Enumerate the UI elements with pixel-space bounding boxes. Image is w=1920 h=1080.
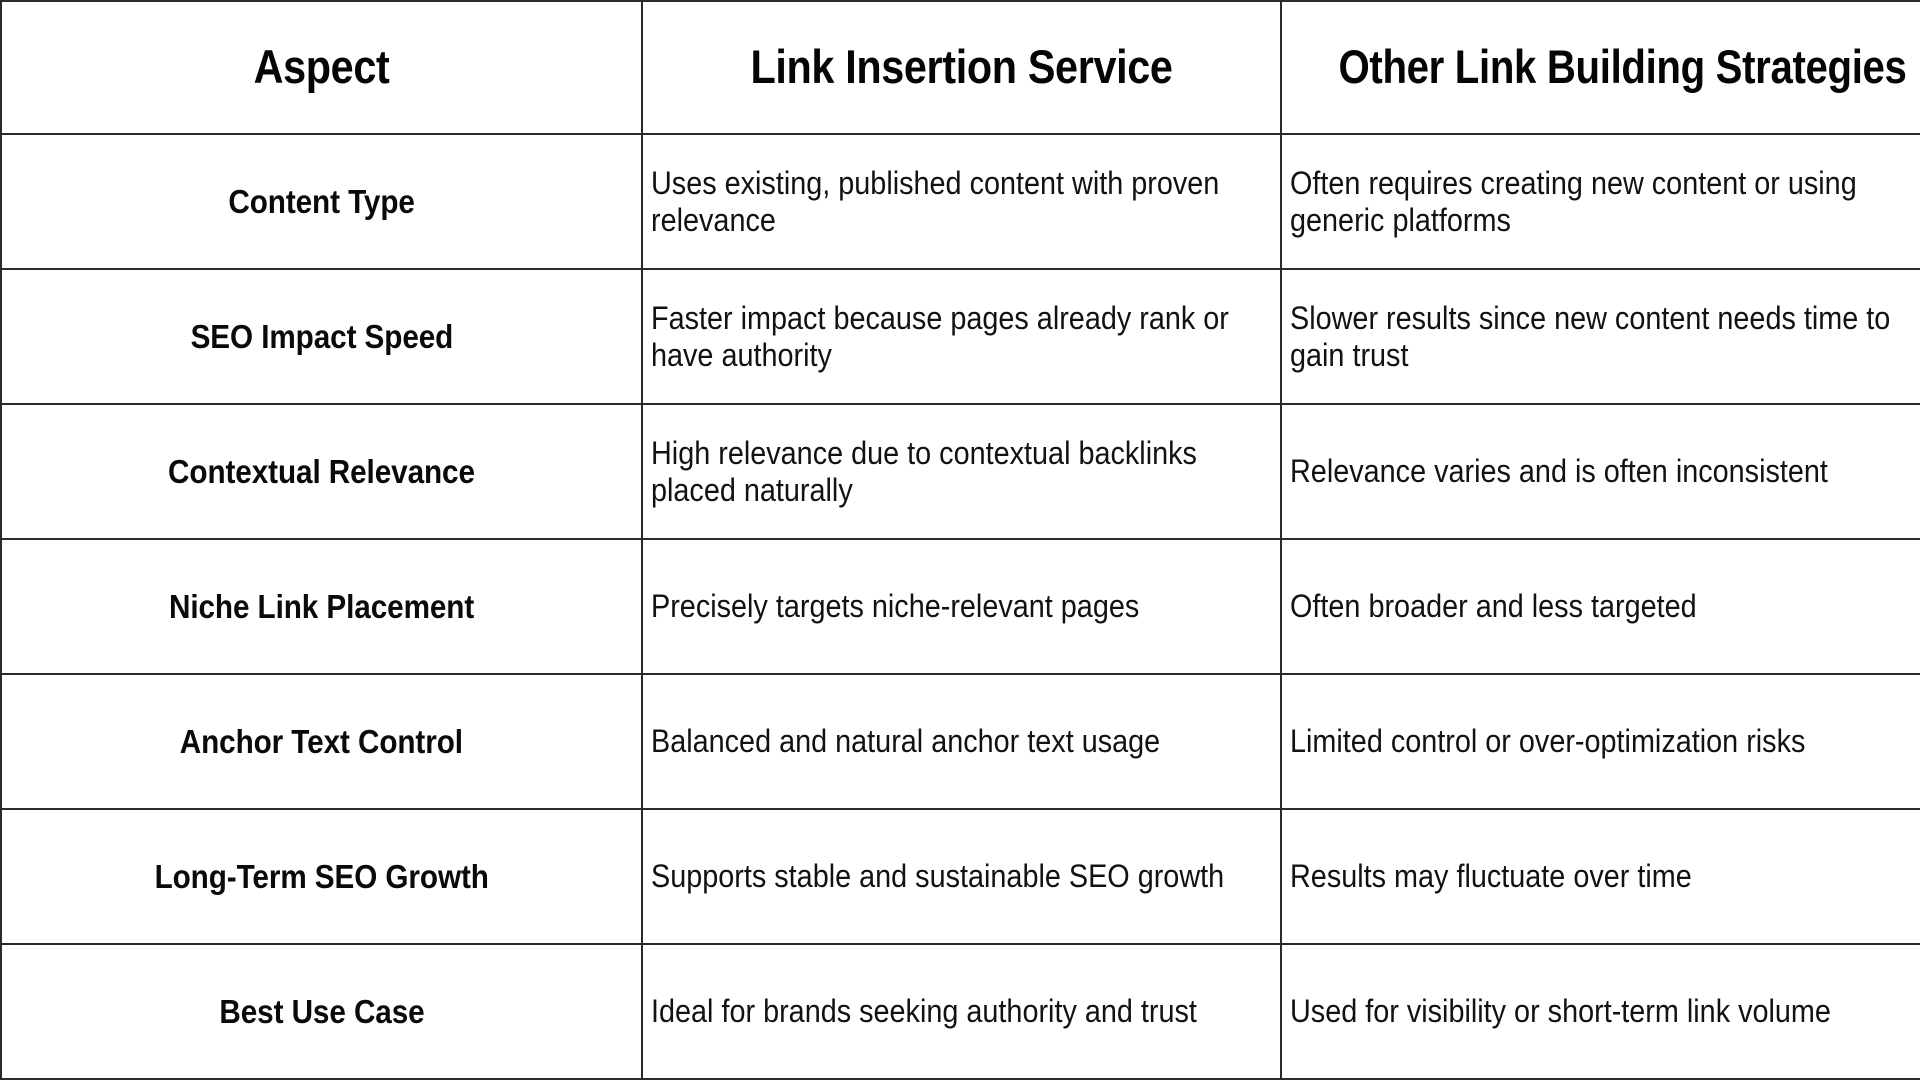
cell-text: Faster impact because pages already rank… xyxy=(651,299,1229,373)
header-row: Aspect Link Insertion Service Other Link… xyxy=(1,0,1920,135)
table-row: SEO Impact Speed Faster impact because p… xyxy=(0,268,1920,405)
cell-text: Results may fluctuate over time xyxy=(1290,858,1692,895)
table-row: Long-Term SEO Growth Supports stable and… xyxy=(0,808,1920,945)
cell-text: Slower results since new content needs t… xyxy=(1290,299,1891,373)
aspect-label: Content Type xyxy=(228,182,415,220)
column-header-aspect: Aspect xyxy=(38,0,605,135)
cell-text: Balanced and natural anchor text usage xyxy=(651,723,1161,760)
row-label-seo-impact-speed: SEO Impact Speed xyxy=(0,268,643,405)
table-row: Contextual Relevance High relevance due … xyxy=(0,403,1920,540)
cell-service-best-use-case: Ideal for brands seeking authority and t… xyxy=(641,943,1282,1080)
row-label-best-use-case: Best Use Case xyxy=(0,943,643,1080)
cell-service-niche-link-placement: Precisely targets niche-relevant pages xyxy=(641,538,1282,675)
row-label-anchor-text-control: Anchor Text Control xyxy=(0,673,643,810)
cell-service-contextual-relevance: High relevance due to contextual backlin… xyxy=(641,403,1282,540)
cell-text: High relevance due to contextual backlin… xyxy=(651,434,1197,508)
table-row: Content Type Uses existing, published co… xyxy=(0,133,1920,270)
cell-text: Precisely targets niche-relevant pages xyxy=(651,588,1140,625)
cell-text: Uses existing, published content with pr… xyxy=(651,164,1220,238)
cell-text: Often requires creating new content or u… xyxy=(1290,164,1857,238)
cell-other-best-use-case: Used for visibility or short-term link v… xyxy=(1280,943,1920,1080)
table-header: Aspect Link Insertion Service Other Link… xyxy=(1,0,1920,135)
cell-other-seo-impact-speed: Slower results since new content needs t… xyxy=(1280,268,1920,405)
cell-other-content-type: Often requires creating new content or u… xyxy=(1280,133,1920,270)
cell-text: Used for visibility or short-term link v… xyxy=(1290,993,1831,1030)
table-row: Niche Link Placement Precisely targets n… xyxy=(0,538,1920,675)
cell-service-anchor-text-control: Balanced and natural anchor text usage xyxy=(641,673,1282,810)
cell-other-long-term-seo-growth: Results may fluctuate over time xyxy=(1280,808,1920,945)
column-header-link-insertion-service: Link Insertion Service xyxy=(679,0,1244,135)
cell-service-seo-impact-speed: Faster impact because pages already rank… xyxy=(641,268,1282,405)
aspect-label: Anchor Text Control xyxy=(179,722,464,760)
table-body: Content Type Uses existing, published co… xyxy=(0,133,1920,1080)
aspect-label: Long-Term SEO Growth xyxy=(154,857,489,895)
cell-service-long-term-seo-growth: Supports stable and sustainable SEO grow… xyxy=(641,808,1282,945)
row-label-long-term-seo-growth: Long-Term SEO Growth xyxy=(0,808,643,945)
cell-other-anchor-text-control: Limited control or over-optimization ris… xyxy=(1280,673,1920,810)
row-label-contextual-relevance: Contextual Relevance xyxy=(0,403,643,540)
aspect-label: SEO Impact Speed xyxy=(190,317,453,355)
cell-text: Supports stable and sustainable SEO grow… xyxy=(651,858,1225,895)
cell-text: Ideal for brands seeking authority and t… xyxy=(651,993,1197,1030)
cell-text: Relevance varies and is often inconsiste… xyxy=(1290,453,1828,490)
cell-other-niche-link-placement: Often broader and less targeted xyxy=(1280,538,1920,675)
cell-service-content-type: Uses existing, published content with pr… xyxy=(641,133,1282,270)
cell-other-contextual-relevance: Relevance varies and is often inconsiste… xyxy=(1280,403,1920,540)
row-label-niche-link-placement: Niche Link Placement xyxy=(0,538,643,675)
aspect-label: Contextual Relevance xyxy=(168,452,475,490)
table-row: Best Use Case Ideal for brands seeking a… xyxy=(0,943,1920,1080)
aspect-label: Niche Link Placement xyxy=(168,587,475,625)
table-row: Anchor Text Control Balanced and natural… xyxy=(0,673,1920,810)
column-header-other-link-building-strategies: Other Link Building Strategies xyxy=(1326,0,1907,135)
cell-text: Often broader and less targeted xyxy=(1290,588,1697,625)
row-label-content-type: Content Type xyxy=(0,133,643,270)
aspect-label: Best Use Case xyxy=(218,992,425,1030)
cell-text: Limited control or over-optimization ris… xyxy=(1290,723,1806,760)
